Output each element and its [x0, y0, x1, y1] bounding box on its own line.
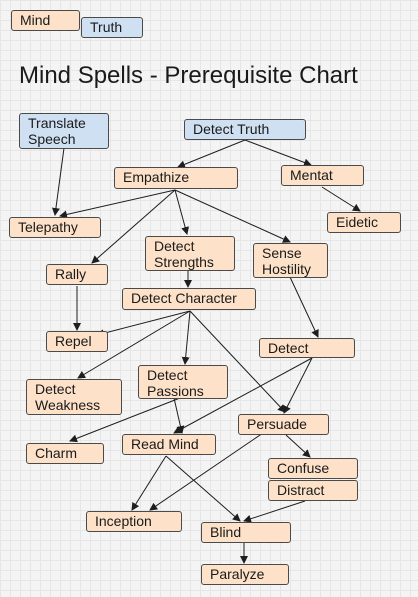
arrow-motive-to-persuade [283, 357, 313, 414]
node-repel: Repel [46, 331, 108, 352]
node-detect-strengths: Detect Strengths [145, 236, 235, 271]
legend-mind: Mind [11, 10, 80, 31]
arrow-persuade-to-inception [149, 432, 264, 511]
chart-title: Mind Spells - Prerequisite Chart [19, 62, 358, 89]
node-rally: Rally [46, 264, 108, 285]
node-sense-hostility: Sense Hostility [253, 243, 328, 278]
arrow-character-to-weakness [77, 310, 191, 379]
node-charm: Charm [26, 443, 104, 464]
node-read-mind: Read Mind [122, 434, 216, 455]
arrow-empathize-to-strengths [174, 189, 190, 235]
arrow-detecttruth-to-mentat [244, 139, 312, 167]
node-detect-weakness: Detect Weakness [26, 379, 122, 415]
node-inception: Inception [86, 511, 182, 532]
node-confuse: Confuse [268, 458, 358, 479]
arrow-distract-to-blind [243, 500, 306, 523]
node-paralyze: Paralyze [201, 564, 289, 585]
node-blind: Blind [201, 522, 291, 543]
arrow-mentat-to-eidetic [321, 186, 361, 212]
node-detect-motive: Detect Motive [259, 338, 355, 358]
node-translate-speech: Translate Speech [19, 113, 109, 149]
node-persuade: Persuade [238, 414, 329, 435]
arrow-readmind-to-blind [165, 455, 241, 522]
arrow-passions-to-readmind [173, 397, 185, 434]
node-detect-passions: Detect Passions [138, 365, 228, 399]
node-mentat: Mentat [281, 165, 364, 186]
arrow-readmind-to-inception [131, 455, 167, 511]
arrow-character-to-repel [96, 310, 191, 338]
arrow-persuade-to-confuse [285, 434, 311, 458]
node-empathize: Empathize [114, 167, 238, 189]
node-eidetic: Eidetic [327, 212, 401, 233]
node-telepathy: Telepathy [9, 217, 101, 238]
arrow-passions-to-charm [69, 397, 181, 443]
arrow-empathize-to-hostility [174, 189, 291, 243]
arrow-empathize-to-rally [91, 189, 176, 264]
arrow-character-to-passions [181, 310, 191, 365]
arrow-motive-to-readmind [173, 357, 313, 434]
arrow-translate-to-telepathy [51, 147, 65, 216]
arrow-empathize-to-telepathy [59, 189, 176, 219]
arrow-character-to-persuade [189, 310, 286, 413]
legend-truth: Truth [81, 17, 143, 38]
arrow-detecttruth-to-empathize [177, 139, 246, 169]
node-distract: Distract [268, 480, 358, 501]
node-detect-truth: Detect Truth [184, 119, 306, 140]
node-detect-character: Detect Character [122, 288, 256, 310]
arrow-hostility-to-motive [289, 276, 319, 338]
